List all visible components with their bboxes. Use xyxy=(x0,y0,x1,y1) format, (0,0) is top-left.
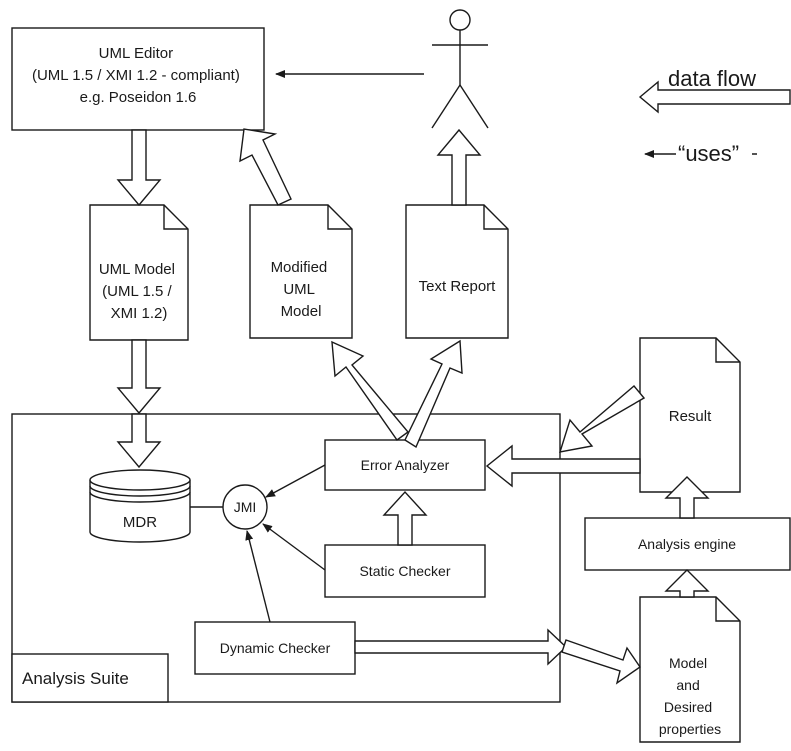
dynamic-checker-label: Dynamic Checker xyxy=(220,640,331,656)
static-checker-label: Static Checker xyxy=(359,563,450,579)
uses-arrow-static-jmi xyxy=(262,523,326,571)
uses-arrow-analyzer-jmi xyxy=(265,464,326,498)
model-properties-document xyxy=(639,596,741,743)
flow-modified-to-editor xyxy=(239,128,292,206)
legend-data-flow-label: data flow xyxy=(668,66,756,91)
analysis-suite-label-box xyxy=(11,653,169,703)
uml-editor-box xyxy=(11,27,265,131)
modified-uml-model-document xyxy=(249,204,353,339)
analysis-suite-label: Analysis Suite xyxy=(22,669,129,688)
error-analyzer-box xyxy=(324,439,486,491)
uml-model-label: UML Model (UML 1.5 / XMI 1.2) xyxy=(99,261,179,322)
mdr-database-icon xyxy=(89,469,191,543)
flow-static-to-analyzer xyxy=(382,490,428,546)
error-analyzer-label: Error Analyzer xyxy=(361,457,450,473)
flow-model-to-mdr xyxy=(116,339,162,415)
model-properties-label: Model and Desired properties xyxy=(659,655,721,737)
legend: data flow “uses” xyxy=(638,66,791,166)
text-report-label: Text Report xyxy=(419,278,497,295)
flow-suite-to-mdr xyxy=(116,413,162,469)
uml-editor-label: UML Editor (UML 1.5 / XMI 1.2 - complian… xyxy=(32,45,244,106)
modified-uml-model-label: Modified UML Model xyxy=(271,259,332,320)
user-actor-icon xyxy=(431,9,489,129)
flow-suite-to-props xyxy=(561,639,641,685)
uses-arrow-dynamic-jmi xyxy=(245,530,271,623)
uml-model-document xyxy=(89,204,189,341)
flow-editor-to-model xyxy=(116,129,162,207)
result-label: Result xyxy=(669,408,712,425)
flow-result-to-suite xyxy=(558,385,646,453)
mdr-label: MDR xyxy=(123,514,157,531)
dynamic-checker-box xyxy=(194,621,356,675)
static-checker-box xyxy=(324,544,486,598)
legend-data-flow-arrow-icon xyxy=(638,80,791,114)
flow-report-to-actor xyxy=(436,128,482,206)
flow-dynamic-to-props xyxy=(354,628,568,666)
flow-analyzer-to-modified xyxy=(331,340,410,441)
legend-uses-label: “uses” xyxy=(678,141,739,166)
flow-engine-to-result xyxy=(664,476,710,519)
jmi-label: JMI xyxy=(234,499,257,515)
analysis-engine-label: Analysis engine xyxy=(638,536,736,552)
flow-analyzer-to-report xyxy=(404,339,463,449)
text-report-document xyxy=(405,204,509,339)
flow-props-to-engine xyxy=(664,569,710,598)
flow-result-to-analyzer xyxy=(485,444,641,488)
